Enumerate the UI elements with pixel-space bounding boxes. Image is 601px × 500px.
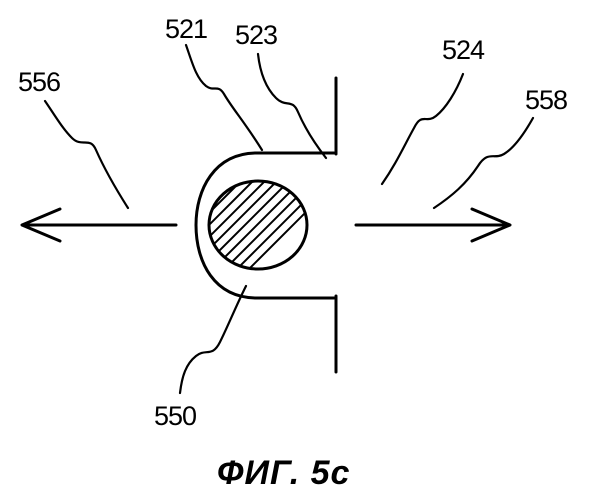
hatched-disc (98, 160, 358, 300)
label-558: 558 (525, 85, 567, 115)
leader-550 (180, 286, 246, 393)
label-523: 523 (235, 20, 277, 50)
leader-523 (258, 54, 326, 158)
leader-521 (186, 45, 262, 150)
figure-caption: ФИГ. 5c (217, 454, 350, 492)
label-521: 521 (165, 14, 207, 44)
u-shaped-body (196, 153, 334, 298)
leader-524 (382, 74, 463, 184)
label-556: 556 (18, 67, 60, 97)
leader-558 (434, 118, 533, 208)
label-550: 550 (154, 401, 196, 431)
leader-556 (45, 101, 128, 208)
label-524: 524 (442, 35, 485, 65)
